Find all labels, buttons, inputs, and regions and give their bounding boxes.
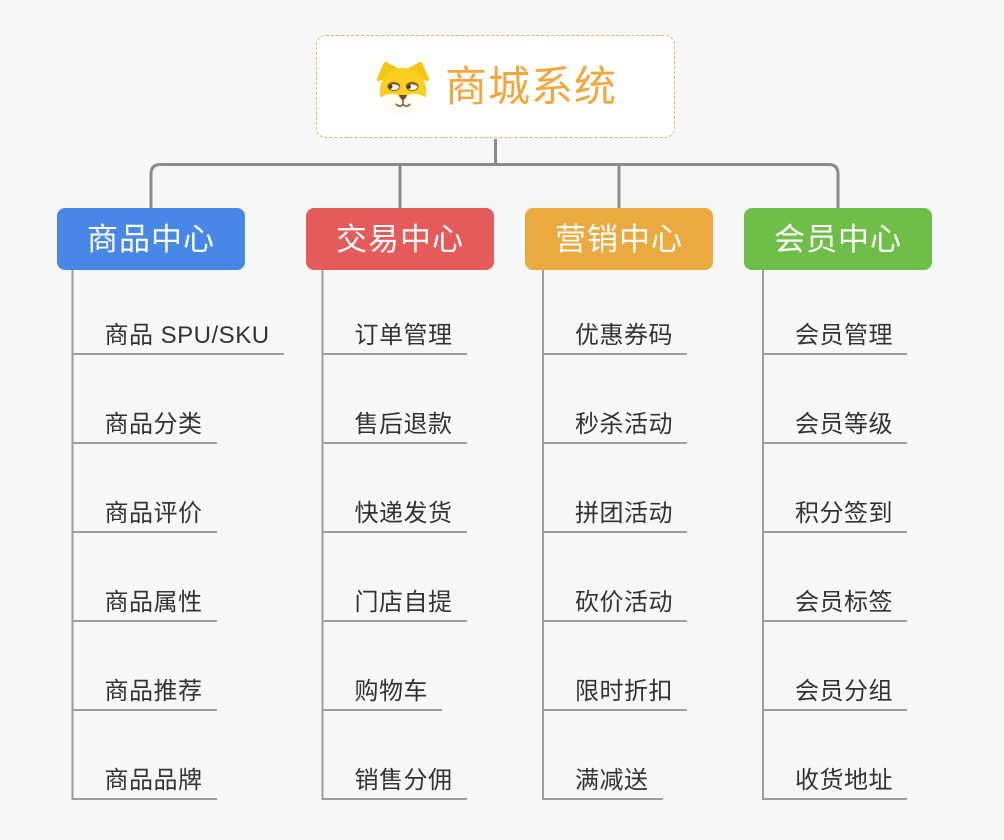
leaf-item-product-center-5[interactable]: 商品推荐 (71, 673, 217, 711)
branch-node-product-center[interactable]: 商品中心 (57, 208, 245, 270)
leaf-item-marketing-center-3[interactable]: 拼团活动 (542, 495, 687, 533)
leaf-label: 售后退款 (354, 411, 453, 438)
leaf-label: 商品分类 (104, 411, 203, 438)
branch-node-marketing-center[interactable]: 营销中心 (525, 208, 713, 270)
leaf-item-trade-center-6[interactable]: 销售分佣 (321, 762, 467, 800)
leaf-label: 购物车 (354, 678, 428, 705)
branch-label: 会员中心 (774, 221, 902, 257)
shiba-dog-icon (376, 61, 430, 114)
leaf-label: 商品评价 (104, 500, 203, 527)
leaf-item-marketing-center-6[interactable]: 满减送 (542, 762, 663, 800)
leaf-label: 拼团活动 (575, 500, 673, 527)
leaf-item-member-center-3[interactable]: 积分签到 (762, 495, 907, 533)
leaf-label: 商品属性 (104, 589, 203, 616)
leaf-item-member-center-4[interactable]: 会员标签 (762, 584, 907, 622)
leaf-item-marketing-center-5[interactable]: 限时折扣 (542, 673, 687, 711)
leaf-item-trade-center-2[interactable]: 售后退款 (321, 406, 467, 444)
leaf-item-marketing-center-2[interactable]: 秒杀活动 (542, 406, 687, 444)
leaf-item-product-center-2[interactable]: 商品分类 (71, 406, 217, 444)
leaf-label: 快递发货 (354, 500, 453, 527)
leaf-item-member-center-1[interactable]: 会员管理 (762, 317, 907, 355)
branch-node-member-center[interactable]: 会员中心 (744, 208, 932, 270)
leaf-item-trade-center-1[interactable]: 订单管理 (321, 317, 467, 355)
leaf-item-product-center-4[interactable]: 商品属性 (71, 584, 217, 622)
leaf-label: 销售分佣 (354, 767, 453, 794)
root-node[interactable]: 商城系统 (316, 35, 675, 138)
leaf-label: 满减送 (575, 767, 649, 794)
branch-node-trade-center[interactable]: 交易中心 (306, 208, 494, 270)
branch-label: 交易中心 (336, 221, 464, 257)
leaf-item-member-center-6[interactable]: 收货地址 (762, 762, 907, 800)
leaf-label: 订单管理 (354, 322, 453, 349)
leaf-label: 会员管理 (795, 322, 893, 349)
leaf-item-trade-center-5[interactable]: 购物车 (321, 673, 442, 711)
leaf-item-trade-center-4[interactable]: 门店自提 (321, 584, 467, 622)
leaf-item-member-center-2[interactable]: 会员等级 (762, 406, 907, 444)
leaf-label: 收货地址 (795, 767, 893, 794)
leaf-label: 优惠券码 (575, 322, 673, 349)
leaf-label: 商品品牌 (104, 767, 203, 794)
leaf-item-product-center-1[interactable]: 商品 SPU/SKU (71, 317, 284, 355)
leaf-label: 会员等级 (795, 411, 893, 438)
leaf-item-member-center-5[interactable]: 会员分组 (762, 673, 907, 711)
leaf-label: 限时折扣 (575, 678, 673, 705)
branch-label: 商品中心 (87, 221, 215, 257)
leaf-label: 门店自提 (354, 589, 453, 616)
root-title: 商城系统 (444, 62, 617, 110)
leaf-item-product-center-3[interactable]: 商品评价 (71, 495, 217, 533)
leaf-label: 会员标签 (795, 589, 893, 616)
leaf-item-trade-center-3[interactable]: 快递发货 (321, 495, 467, 533)
leaf-item-product-center-6[interactable]: 商品品牌 (71, 762, 217, 800)
branch-label: 营销中心 (555, 221, 683, 257)
leaf-label: 会员分组 (795, 678, 893, 705)
leaf-label: 砍价活动 (575, 589, 673, 616)
leaf-label: 商品 SPU/SKU (104, 322, 270, 349)
leaf-label: 秒杀活动 (575, 411, 673, 438)
leaf-label: 积分签到 (795, 500, 893, 527)
leaf-item-marketing-center-4[interactable]: 砍价活动 (542, 584, 687, 622)
leaf-item-marketing-center-1[interactable]: 优惠券码 (542, 317, 687, 355)
leaf-label: 商品推荐 (104, 678, 203, 705)
